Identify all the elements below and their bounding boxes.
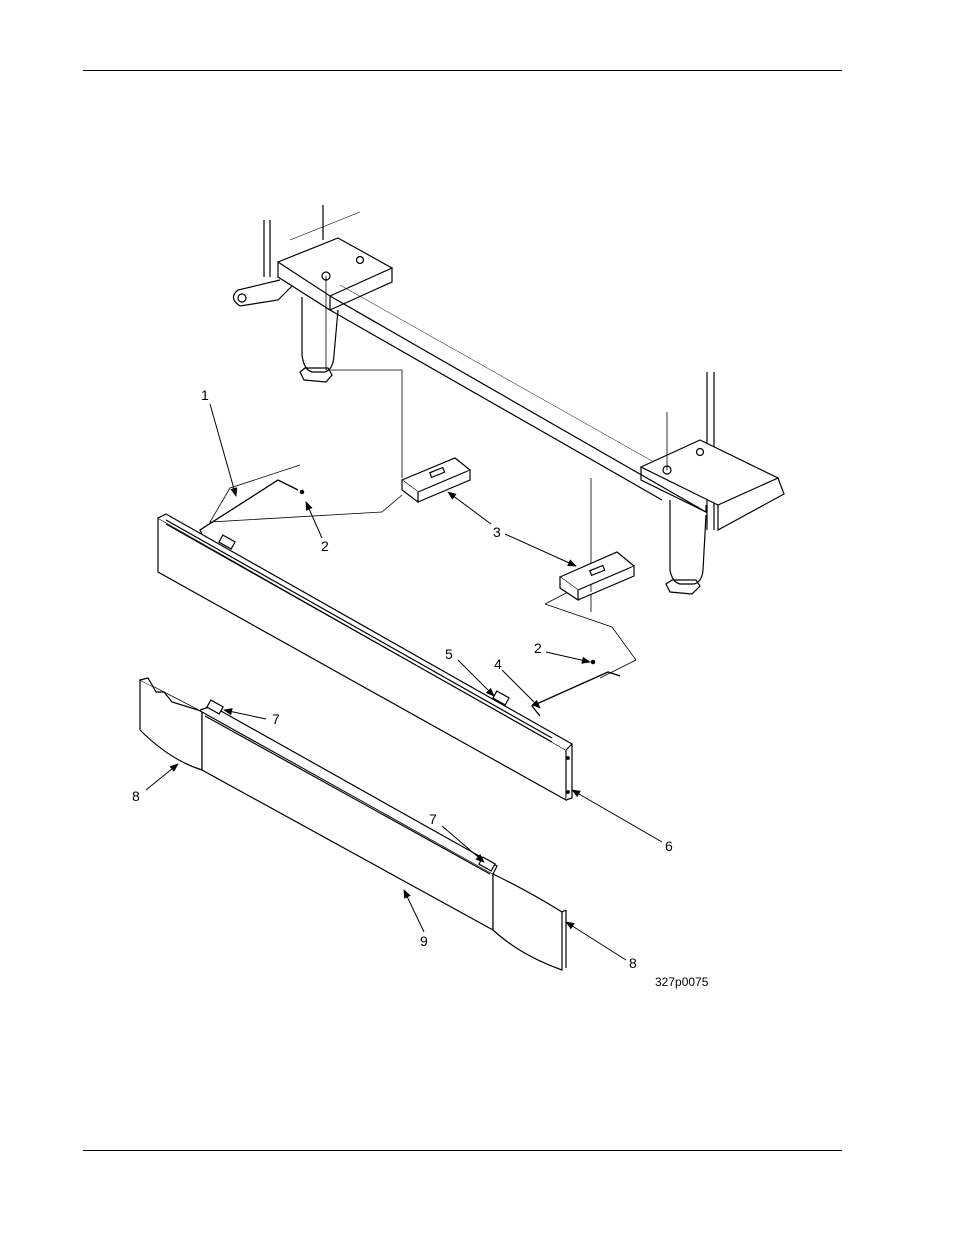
figure-id: 327p0075 bbox=[655, 975, 709, 989]
callout-8-label-right: 8 bbox=[629, 955, 637, 971]
callout-2-label: 2 bbox=[321, 538, 329, 554]
callout-5-label: 5 bbox=[445, 646, 453, 662]
callout-4-label: 4 bbox=[494, 656, 502, 672]
mounting-clip-lower bbox=[560, 552, 634, 600]
callout-6-label: 6 bbox=[665, 838, 673, 854]
callout-7-label-lower: 7 bbox=[429, 811, 437, 827]
callout-3-label: 3 bbox=[493, 524, 501, 540]
callout-1-label: 1 bbox=[201, 387, 209, 403]
callout-2-label-lower: 2 bbox=[534, 640, 542, 656]
mounting-clip-upper bbox=[402, 458, 470, 502]
callout-7-label: 7 bbox=[272, 711, 280, 727]
callout-8-label: 8 bbox=[132, 788, 140, 804]
callout-9-label: 9 bbox=[420, 933, 428, 949]
